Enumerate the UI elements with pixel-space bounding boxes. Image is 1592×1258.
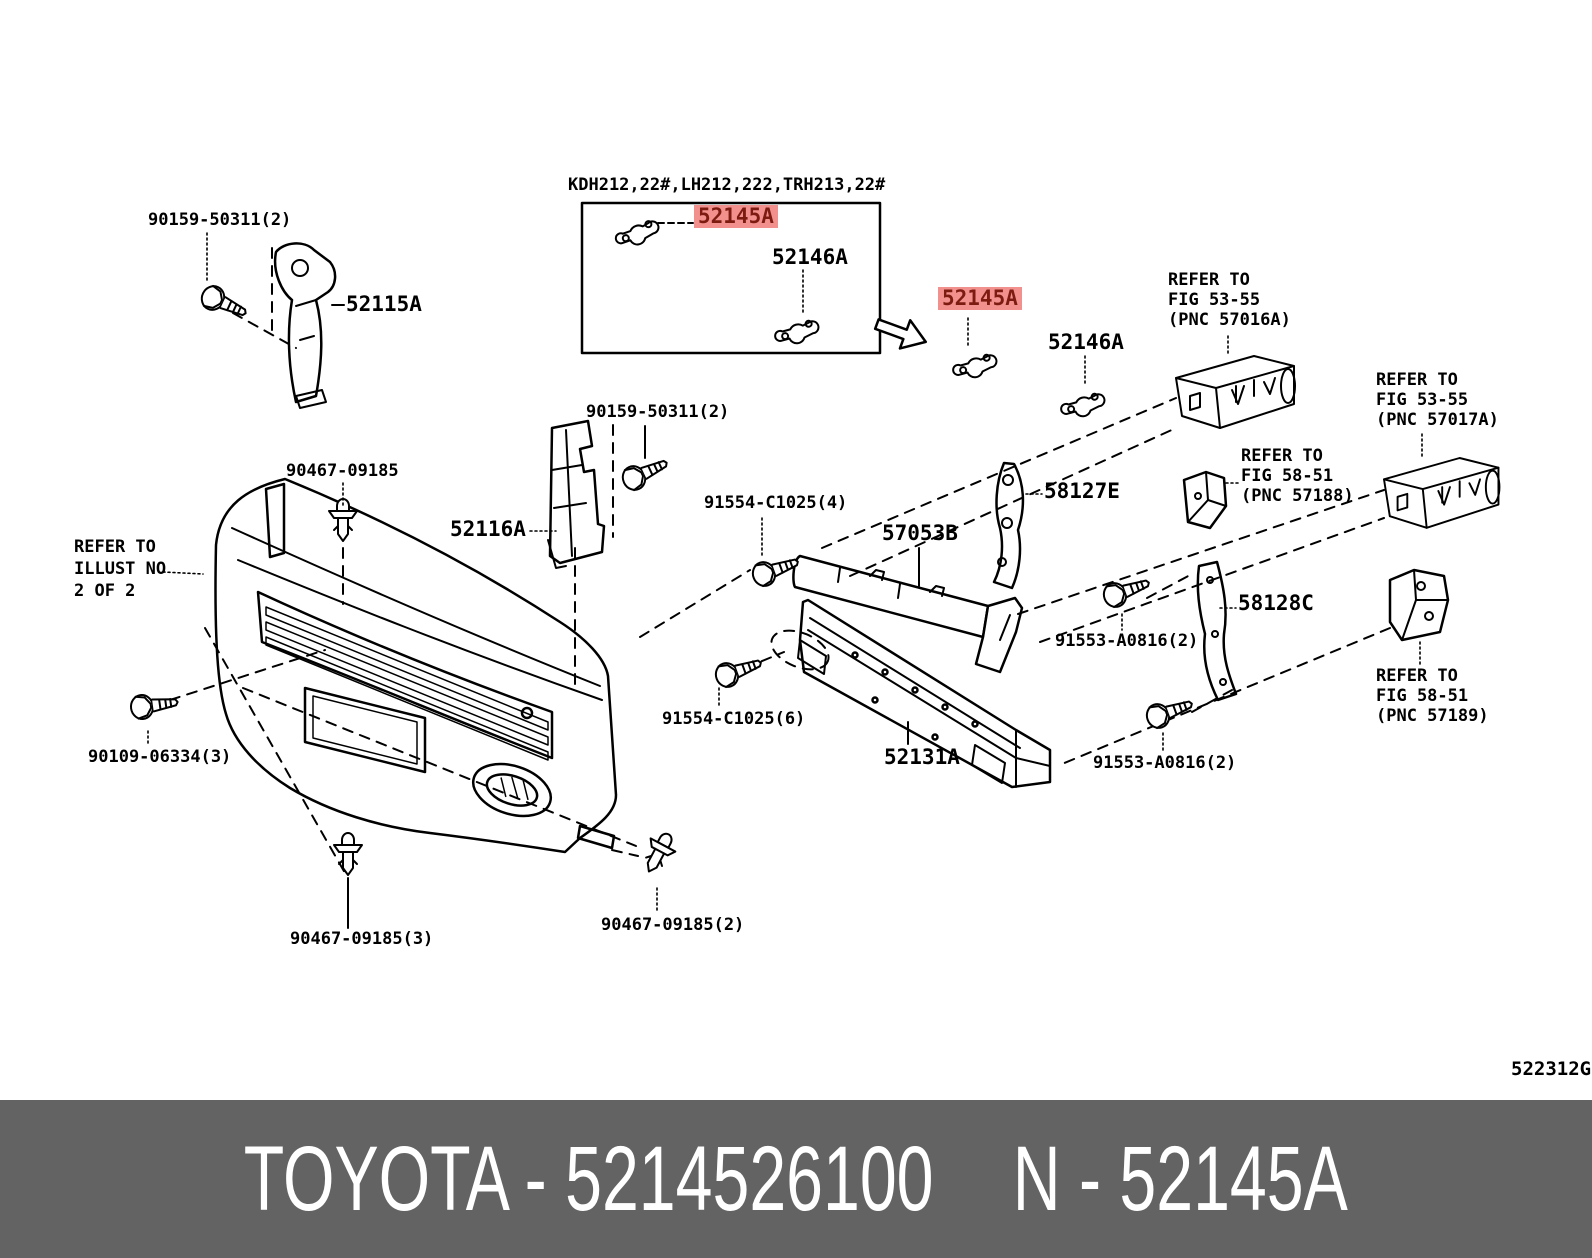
part-label-90467-09185-2[interactable]: 90467-09185(2) [601, 915, 745, 935]
part-label-52131a[interactable]: 52131A [884, 745, 960, 769]
part-label-91553-a0816-a[interactable]: 91553-A0816(2) [1055, 631, 1199, 651]
part-label-52116a[interactable]: 52116A [450, 517, 526, 541]
note-refer-57016a: REFER TO FIG 53-55 (PNC 57016A) [1168, 270, 1291, 330]
support-58127e-drawing [992, 461, 1025, 590]
part-label-52146a-box[interactable]: 52146A [772, 245, 848, 269]
bracket-52115a-drawing [273, 242, 337, 409]
bracket-52116a-drawing [547, 419, 606, 569]
part-label-90159-50311-a[interactable]: 90159-50311(2) [148, 210, 292, 230]
variant-header: KDH212,22#,LH212,222,TRH213,22# [568, 175, 886, 195]
reinforcement-52131a-drawing [797, 598, 1052, 789]
footer-banner: TOYOTA - 5214526100 N - 52145A [0, 1100, 1592, 1258]
part-label-58127e[interactable]: 58127E [1044, 479, 1120, 503]
part-label-58128c[interactable]: 58128C [1238, 591, 1314, 615]
footer-pnc: N - 52145A [1012, 1127, 1349, 1230]
bracket-57188-drawing [1182, 470, 1228, 530]
assembly-dashed-lines [169, 247, 1391, 874]
bracket-57189-drawing [1388, 568, 1450, 642]
part-label-91554-c1025-6[interactable]: 91554-C1025(6) [662, 709, 806, 729]
part-label-90467-09185[interactable]: 90467-09185 [286, 461, 399, 481]
figure-code: 522312G [1511, 1058, 1592, 1080]
part-label-57053b[interactable]: 57053B [882, 521, 958, 545]
note-refer-illust: REFER TO ILLUST NO 2 OF 2 [74, 537, 167, 601]
part-label-90109-06334[interactable]: 90109-06334(3) [88, 747, 232, 767]
note-refer-57017a: REFER TO FIG 53-55 (PNC 57017A) [1376, 370, 1499, 430]
part-label-52115a[interactable]: 52115A [346, 292, 422, 316]
support-58128c-drawing [1196, 560, 1238, 702]
part-label-52145a-highlight[interactable]: 52145A [938, 287, 1022, 310]
part-label-91554-c1025-4[interactable]: 91554-C1025(4) [704, 493, 848, 513]
reinforcement-57053b-drawing [792, 554, 1024, 674]
part-label-52146a[interactable]: 52146A [1048, 330, 1124, 354]
note-refer-57189: REFER TO FIG 58-51 (PNC 57189) [1376, 666, 1489, 726]
crashbox-57017a-drawing [1383, 457, 1501, 529]
leader-lines [147, 222, 1423, 929]
part-label-91553-a0816-b[interactable]: 91553-A0816(2) [1093, 753, 1237, 773]
bumper-cover-drawing [214, 477, 618, 854]
direction-arrow [873, 318, 927, 350]
crashbox-57016a-drawing [1175, 355, 1296, 429]
note-refer-57188: REFER TO FIG 58-51 (PNC 57188) [1241, 446, 1354, 506]
part-label-90467-09185-3[interactable]: 90467-09185(3) [290, 929, 434, 949]
variant-box-outline [580, 201, 882, 355]
footer-part-number: TOYOTA - 5214526100 [243, 1127, 934, 1230]
footer-banner-text: TOYOTA - 5214526100 N - 52145A [244, 1127, 1348, 1232]
part-label-52145a-box-highlight[interactable]: 52145A [694, 205, 778, 228]
part-label-90159-50311-b[interactable]: 90159-50311(2) [586, 402, 730, 422]
